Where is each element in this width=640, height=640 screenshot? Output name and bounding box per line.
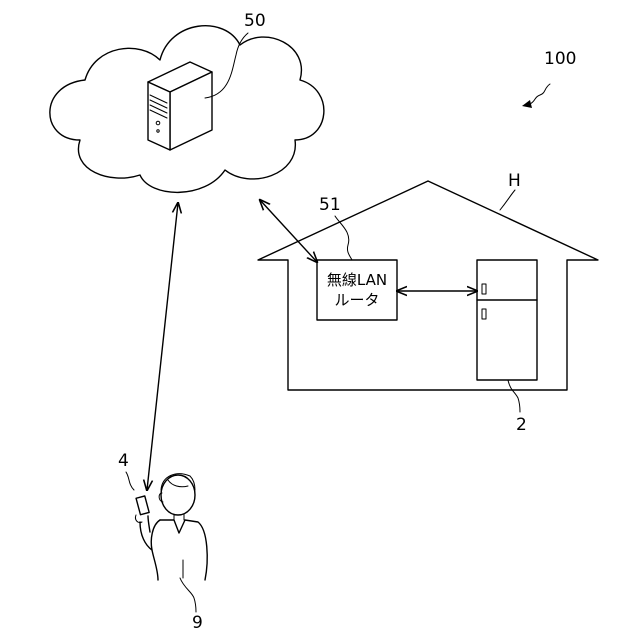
user-label-leader (180, 578, 196, 612)
cloud-router-arrow (260, 200, 317, 262)
refrigerator-label: 2 (516, 415, 527, 435)
cloud-phone-arrow (147, 203, 178, 490)
system-label-leader (530, 84, 550, 104)
smartphone-label: 4 (118, 451, 129, 471)
user-label: 9 (192, 613, 203, 633)
system-label-arrowhead (522, 100, 532, 108)
house-label: H (508, 171, 521, 191)
house-label-leader (500, 190, 515, 210)
server-label: 50 (244, 11, 266, 31)
router-label-line2: ルータ (334, 291, 379, 309)
router-label-line1: 無線LAN (327, 271, 387, 289)
refrigerator-icon (477, 260, 537, 380)
refrigerator-label-leader (508, 380, 520, 412)
system-label: 100 (544, 49, 576, 69)
router-label: 51 (319, 195, 341, 215)
router-box (317, 260, 397, 320)
smartphone-label-leader (126, 472, 134, 490)
user-figure (135, 474, 207, 580)
house-outline (258, 181, 598, 390)
